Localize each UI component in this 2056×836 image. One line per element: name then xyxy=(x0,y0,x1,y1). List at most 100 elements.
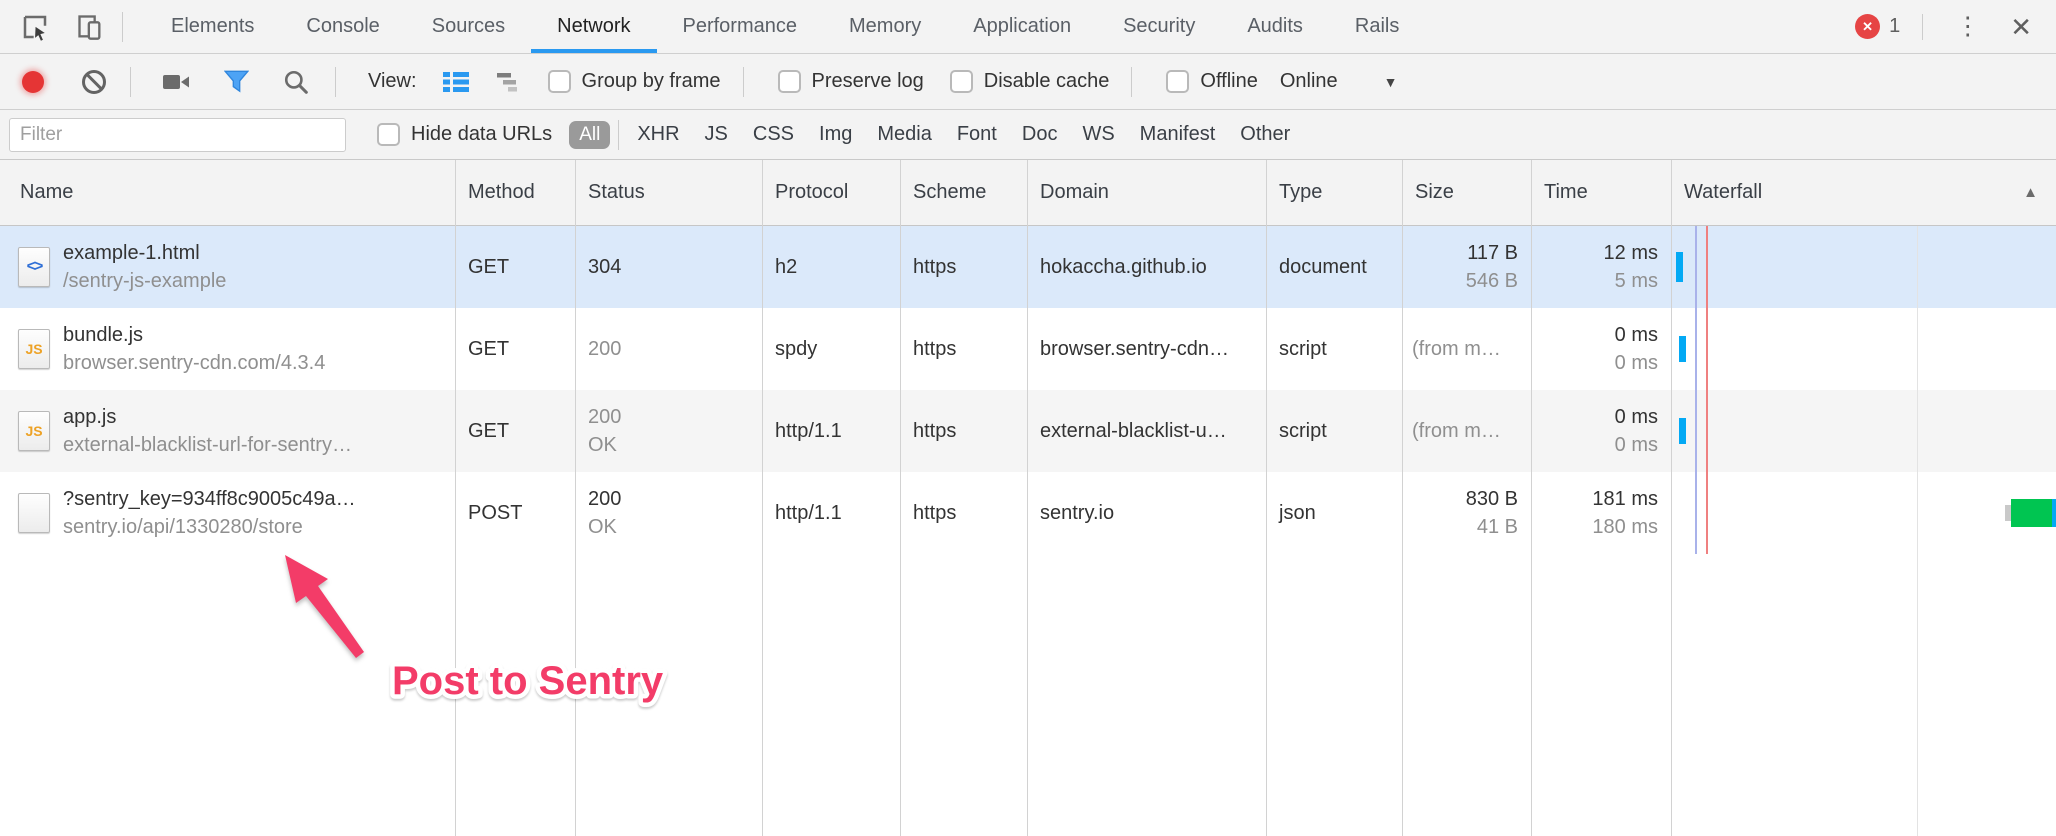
request-status: 304 xyxy=(588,256,622,278)
tab-rails[interactable]: Rails xyxy=(1354,15,1400,37)
tab-memory[interactable]: Memory xyxy=(849,15,922,37)
filter-type-font[interactable]: Font xyxy=(956,123,997,145)
requests-table: Name Method Status Protocol Scheme Domai… xyxy=(0,160,2056,836)
close-icon[interactable]: ✕ xyxy=(2010,11,2032,42)
record-network-log-button[interactable] xyxy=(22,70,44,93)
filter-type-media[interactable]: Media xyxy=(877,123,932,145)
console-error-badge[interactable]: ✕ 1 xyxy=(1855,14,1900,39)
large-request-rows-icon[interactable] xyxy=(442,71,469,93)
waterfall-bar xyxy=(1676,252,1683,282)
table-row[interactable]: JS app.js external-blacklist-url-for-sen… xyxy=(0,390,2056,472)
group-by-frame-toggle[interactable]: Group by frame xyxy=(547,70,721,93)
filter-type-js[interactable]: JS xyxy=(704,123,728,145)
sort-ascending-icon[interactable]: ▲ xyxy=(2023,184,2038,201)
request-size-content: 546 B xyxy=(1465,270,1518,292)
divider xyxy=(335,66,336,97)
disable-cache-checkbox[interactable] xyxy=(949,70,973,93)
filter-funnel-icon[interactable] xyxy=(224,70,249,93)
preserve-log-toggle[interactable]: Preserve log xyxy=(777,70,924,93)
request-name: ?sentry_key=934ff8c9005c49a… xyxy=(63,488,356,510)
column-header-name[interactable]: Name xyxy=(20,181,74,203)
inspect-element-icon[interactable] xyxy=(20,12,50,42)
table-row[interactable]: <> example-1.html /sentry-js-example GET… xyxy=(0,226,2056,308)
svg-text:Post to Sentry: Post to Sentry xyxy=(392,659,664,703)
filter-type-manifest[interactable]: Manifest xyxy=(1139,123,1216,145)
search-icon[interactable] xyxy=(283,69,309,95)
chevron-down-icon[interactable]: ▼ xyxy=(1383,73,1398,90)
load-event-line xyxy=(1706,226,1708,554)
request-name: bundle.js xyxy=(63,324,144,346)
filter-input[interactable] xyxy=(9,117,346,152)
tab-performance[interactable]: Performance xyxy=(682,15,798,37)
tab-console[interactable]: Console xyxy=(306,15,380,37)
html-document-icon: <> xyxy=(18,247,50,287)
column-header-size[interactable]: Size xyxy=(1415,181,1454,203)
request-protocol: http/1.1 xyxy=(775,419,842,442)
column-header-method[interactable]: Method xyxy=(468,181,535,203)
view-label: View: xyxy=(368,70,417,92)
request-protocol: http/1.1 xyxy=(775,501,842,524)
column-divider[interactable] xyxy=(1671,160,1672,836)
column-divider[interactable] xyxy=(1266,160,1267,836)
request-scheme: https xyxy=(913,419,957,442)
request-path: external-blacklist-url-for-sentry… xyxy=(63,434,352,456)
column-header-status[interactable]: Status xyxy=(588,181,645,203)
tab-elements[interactable]: Elements xyxy=(171,15,255,37)
error-count: 1 xyxy=(1889,15,1901,37)
table-row[interactable]: JS bundle.js browser.sentry-cdn.com/4.3.… xyxy=(0,308,2056,390)
throttling-select[interactable]: Online xyxy=(1279,70,1338,92)
offline-checkbox[interactable] xyxy=(1166,70,1190,93)
hide-data-urls-checkbox[interactable] xyxy=(377,123,400,146)
column-divider[interactable] xyxy=(455,160,456,836)
request-size: (from m… xyxy=(1412,338,1501,360)
column-divider[interactable] xyxy=(575,160,576,836)
table-row[interactable]: ?sentry_key=934ff8c9005c49a… sentry.io/a… xyxy=(0,472,2056,554)
request-path: sentry.io/api/1330280/store xyxy=(63,516,303,538)
divider xyxy=(742,66,744,97)
column-divider[interactable] xyxy=(900,160,901,836)
filter-type-xhr[interactable]: XHR xyxy=(637,123,680,145)
request-protocol: h2 xyxy=(775,255,798,278)
waterfall-bar xyxy=(2052,499,2056,527)
column-divider[interactable] xyxy=(762,160,763,836)
filter-type-all[interactable]: All xyxy=(569,120,611,149)
column-divider[interactable] xyxy=(1402,160,1403,836)
tab-network[interactable]: Network xyxy=(531,0,656,53)
filter-type-ws[interactable]: WS xyxy=(1082,123,1115,145)
request-scheme: https xyxy=(913,337,957,360)
column-header-scheme[interactable]: Scheme xyxy=(913,181,987,203)
column-header-domain[interactable]: Domain xyxy=(1040,181,1109,203)
offline-toggle[interactable]: Offline xyxy=(1166,70,1258,93)
kebab-menu-icon[interactable]: ⋮ xyxy=(1955,12,1981,40)
tab-audits[interactable]: Audits xyxy=(1247,15,1303,37)
group-by-frame-checkbox[interactable] xyxy=(547,70,571,93)
request-type: script xyxy=(1279,337,1327,360)
devtools-tab-bar: Elements Console Sources Network Perform… xyxy=(0,0,2056,54)
capture-screenshots-icon[interactable] xyxy=(163,72,190,92)
tab-security[interactable]: Security xyxy=(1123,15,1196,37)
request-size: 830 B xyxy=(1465,488,1518,510)
domcontentloaded-event-line xyxy=(1695,226,1697,554)
filter-type-img[interactable]: Img xyxy=(819,123,853,145)
preserve-log-checkbox[interactable] xyxy=(777,70,801,93)
column-header-time[interactable]: Time xyxy=(1544,181,1588,203)
column-header-type[interactable]: Type xyxy=(1279,181,1323,203)
request-domain: external-blacklist-u… xyxy=(1040,419,1227,442)
clear-icon[interactable] xyxy=(82,69,106,94)
tab-sources[interactable]: Sources xyxy=(431,15,506,37)
filter-type-doc[interactable]: Doc xyxy=(1021,123,1058,145)
column-header-waterfall[interactable]: Waterfall ▲ xyxy=(1684,181,2038,203)
request-latency: 0 ms xyxy=(1614,434,1658,456)
column-divider[interactable] xyxy=(1027,160,1028,836)
filter-type-other[interactable]: Other xyxy=(1240,123,1291,145)
request-size: (from m… xyxy=(1412,420,1501,442)
column-divider[interactable] xyxy=(1531,160,1532,836)
filter-type-css[interactable]: CSS xyxy=(752,123,795,145)
column-header-protocol[interactable]: Protocol xyxy=(775,181,849,203)
hide-data-urls-toggle[interactable]: Hide data URLs xyxy=(377,123,552,146)
disable-cache-toggle[interactable]: Disable cache xyxy=(949,70,1109,93)
show-overview-icon[interactable] xyxy=(496,71,522,93)
tab-application[interactable]: Application xyxy=(973,15,1072,37)
device-toolbar-icon[interactable] xyxy=(76,13,104,41)
